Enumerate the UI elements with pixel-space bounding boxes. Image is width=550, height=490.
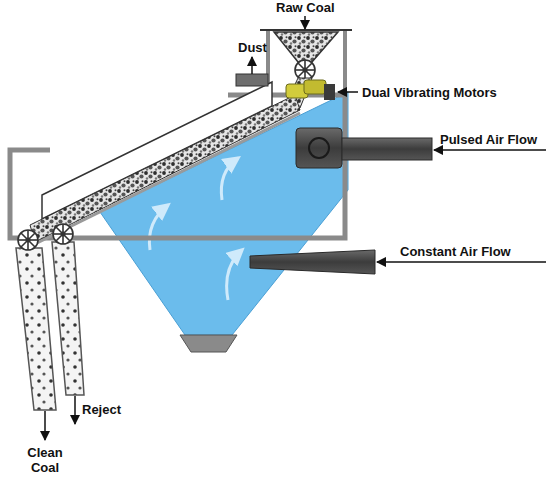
hopper-post bbox=[343, 30, 347, 95]
callout-label: Pulsed Air Flow bbox=[440, 132, 537, 147]
leader-arrow bbox=[434, 149, 546, 151]
rotary-valve bbox=[18, 230, 38, 250]
leader-arrow bbox=[251, 57, 253, 74]
pulse-valve-disc bbox=[309, 138, 329, 158]
dust-outlet bbox=[236, 74, 268, 86]
motor-housing bbox=[324, 84, 335, 100]
rotary-valve bbox=[53, 224, 73, 244]
air-arrow bbox=[149, 205, 168, 250]
feed-hopper bbox=[274, 32, 338, 62]
dust-hood bbox=[42, 82, 272, 219]
callout-label: Constant Air Flow bbox=[400, 244, 511, 259]
separation-deck bbox=[35, 113, 300, 244]
air-pipe bbox=[250, 250, 375, 274]
callout-label: Dust bbox=[238, 40, 267, 55]
vibrating-motor bbox=[304, 80, 326, 94]
callout-label: Reject bbox=[82, 402, 121, 417]
reject-chute bbox=[52, 242, 84, 395]
air-arrow bbox=[227, 250, 242, 300]
leader-arrow bbox=[304, 16, 306, 29]
callout-label: Raw Coal bbox=[276, 0, 335, 15]
leader-arrow bbox=[74, 396, 76, 424]
callout-label: Clean Coal bbox=[23, 445, 67, 475]
air-pipe bbox=[342, 138, 432, 160]
clean-coal-chute bbox=[16, 248, 56, 410]
feeder-wheel bbox=[295, 60, 315, 80]
pulse-valve bbox=[296, 128, 342, 168]
callout-label: Dual Vibrating Motors bbox=[362, 85, 497, 100]
leader-arrow bbox=[44, 411, 46, 440]
leader-arrow bbox=[338, 91, 358, 93]
air-arrow bbox=[221, 158, 238, 200]
coal-bed bbox=[30, 95, 300, 242]
hopper-rim bbox=[260, 29, 352, 31]
leader-arrow bbox=[377, 261, 546, 263]
vessel-outlet bbox=[180, 335, 237, 352]
